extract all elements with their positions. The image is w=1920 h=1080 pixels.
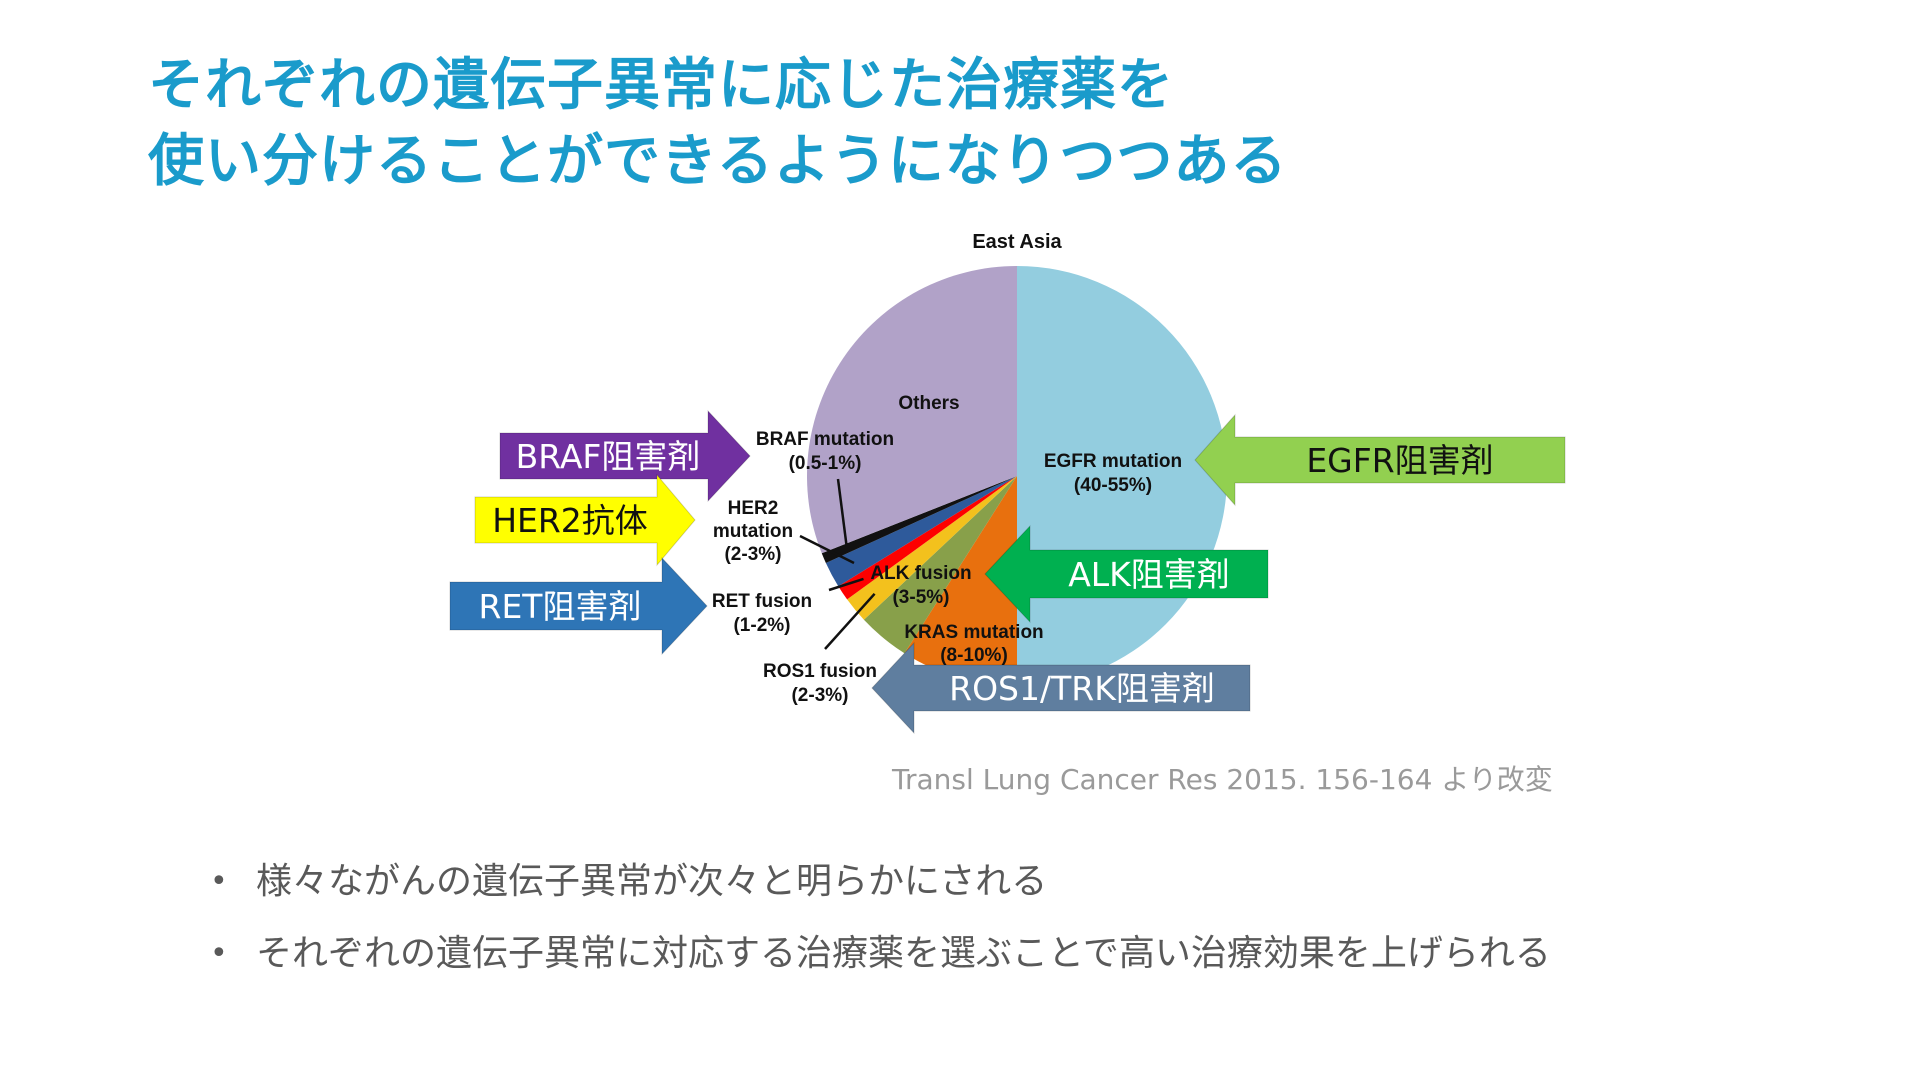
slice-label-others: Others (898, 393, 959, 414)
bullet-item: • 様々ながんの遺伝子異常が次々と明らかにされる (210, 852, 1551, 924)
bullet-dot-icon: • (210, 864, 228, 899)
slice-range-text: (2-3%) (724, 544, 781, 565)
bullet-dot-icon: • (210, 936, 228, 971)
arrow-shape (474, 473, 696, 567)
slice-name-text: HER2 (728, 498, 779, 519)
drug-arrow-ros1-fusion: ROS1/TRK阻害剤 (871, 641, 1251, 735)
slice-name-text: Others (898, 393, 959, 414)
drug-arrow-her2-mutation: HER2抗体 (474, 473, 696, 567)
slide-title: それぞれの遺伝子異常に応じた治療薬を 使い分けることができるようになりつつある (148, 48, 1287, 200)
leader-lines (799, 478, 876, 650)
pie-slice-alk-fusion (863, 476, 1017, 654)
drug-arrow-label: ALK阻害剤 (1068, 555, 1230, 594)
arrow-shape (984, 524, 1269, 624)
slice-label-kras-mutation: KRAS mutation(8-10%) (904, 622, 1043, 666)
slice-name-text: ROS1 fusion (763, 661, 877, 682)
drug-arrow-label: HER2抗体 (492, 501, 648, 540)
drug-arrows: BRAF阻害剤 HER2抗体 RET阻害剤 EGFR阻害剤 ALK阻害剤 ROS1/TRK… (449, 409, 1566, 735)
slice-labels: EGFR mutation (40-55%) KRAS mutation(8-10%… (712, 393, 1182, 706)
pie-slice-braf-mutation (821, 476, 1017, 564)
slice-range-text: (2-3%) (791, 685, 848, 706)
bullet-list: • 様々ながんの遺伝子異常が次々と明らかにされる • それぞれの遺伝子異常に対応… (210, 852, 1551, 996)
chart-title: East Asia (972, 231, 1062, 253)
title-line-2: 使い分けることができるようになりつつある (148, 129, 1288, 194)
slice-range-text: (40-55%) (1074, 475, 1152, 496)
slice-range-text: (0.5-1%) (789, 453, 862, 474)
slice-label-ret-fusion: RET fusion (1-2%) (712, 591, 812, 636)
pie-slice-ros1-fusion (847, 476, 1017, 620)
slice-label-ros1-fusion: ROS1 fusion (2-3%) (763, 661, 877, 706)
slice-name-text: RET fusion (712, 591, 812, 612)
title-line-1: それぞれの遺伝子異常に応じた治療薬を (148, 53, 1174, 118)
pie-slice-her2-mutation (825, 476, 1017, 587)
slice-label-alk-fusion: ALK fusion (3-5%) (870, 563, 971, 608)
slice-label-braf-mutation: BRAF mutation (0.5-1%) (756, 429, 894, 474)
bullet-item: • それぞれの遺伝子異常に対応する治療薬を選ぶことで高い治療効果を上げられる (210, 924, 1551, 996)
slice-range-text: (1-2%) (733, 615, 790, 636)
drug-arrow-braf-mutation: BRAF阻害剤 (499, 409, 751, 503)
bullet-text: それぞれの遺伝子異常に対応する治療薬を選ぶことで高い治療効果を上げられる (256, 933, 1551, 974)
slice-name-text: mutation (713, 521, 793, 542)
drug-arrow-alk-fusion: ALK阻害剤 (984, 524, 1269, 624)
arrow-shape (1194, 413, 1566, 507)
drug-arrow-label: RET阻害剤 (479, 587, 642, 626)
leader-line-braf-mutation (836, 478, 849, 549)
bullet-text: 様々ながんの遺伝子異常が次々と明らかにされる (256, 861, 1048, 902)
slice-name-text: KRAS mutation (904, 622, 1043, 643)
slice-range-text: (8-10%) (940, 645, 1008, 666)
pie-slice-kras-mutation (904, 476, 1017, 686)
slice-range-text: (3-5%) (892, 587, 949, 608)
pie-slice-others (807, 266, 1017, 554)
slice-name-text: ALK fusion (870, 563, 971, 584)
slice-name-text: EGFR mutation (1044, 451, 1182, 472)
slice-name-text: BRAF mutation (756, 429, 894, 450)
drug-arrow-egfr-mutation: EGFR阻害剤 (1194, 413, 1566, 507)
leader-line-ros1-fusion (824, 592, 876, 650)
drug-arrow-ret-fusion: RET阻害剤 (449, 556, 708, 656)
leader-line-her2-mutation (799, 534, 855, 565)
drug-arrow-label: ROS1/TRK阻害剤 (949, 669, 1215, 708)
leader-line-ret-fusion (828, 577, 864, 592)
citation: Transl Lung Cancer Res 2015. 156-164 より改… (892, 763, 1553, 796)
pie-slice-ret-fusion (838, 476, 1017, 600)
drug-arrow-label: EGFR阻害剤 (1306, 441, 1493, 480)
arrow-shape (499, 409, 751, 503)
arrow-shape (871, 641, 1251, 735)
drug-arrow-label: BRAF阻害剤 (516, 437, 701, 476)
arrow-shape (449, 556, 708, 656)
slice-label-egfr-mutation: EGFR mutation (40-55%) (1044, 451, 1182, 496)
